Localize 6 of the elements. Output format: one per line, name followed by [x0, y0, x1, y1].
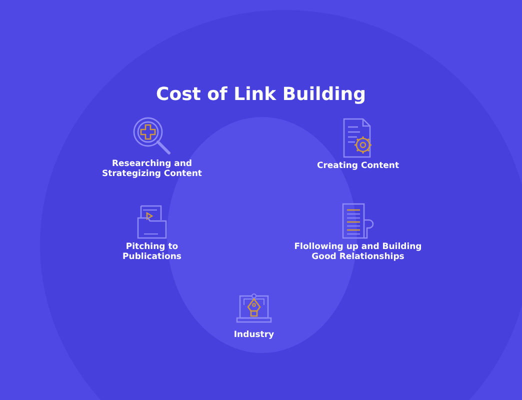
step-label: Flollowing up and Building Good Relationships — [293, 242, 423, 262]
title: Cost of Link Building — [156, 84, 366, 105]
step-label: Creating Content — [316, 161, 400, 171]
step-label: Industry — [234, 330, 274, 340]
step-label: Pitching to Publications — [122, 242, 182, 262]
step-label: Researching and Strategizing Content — [101, 159, 203, 179]
